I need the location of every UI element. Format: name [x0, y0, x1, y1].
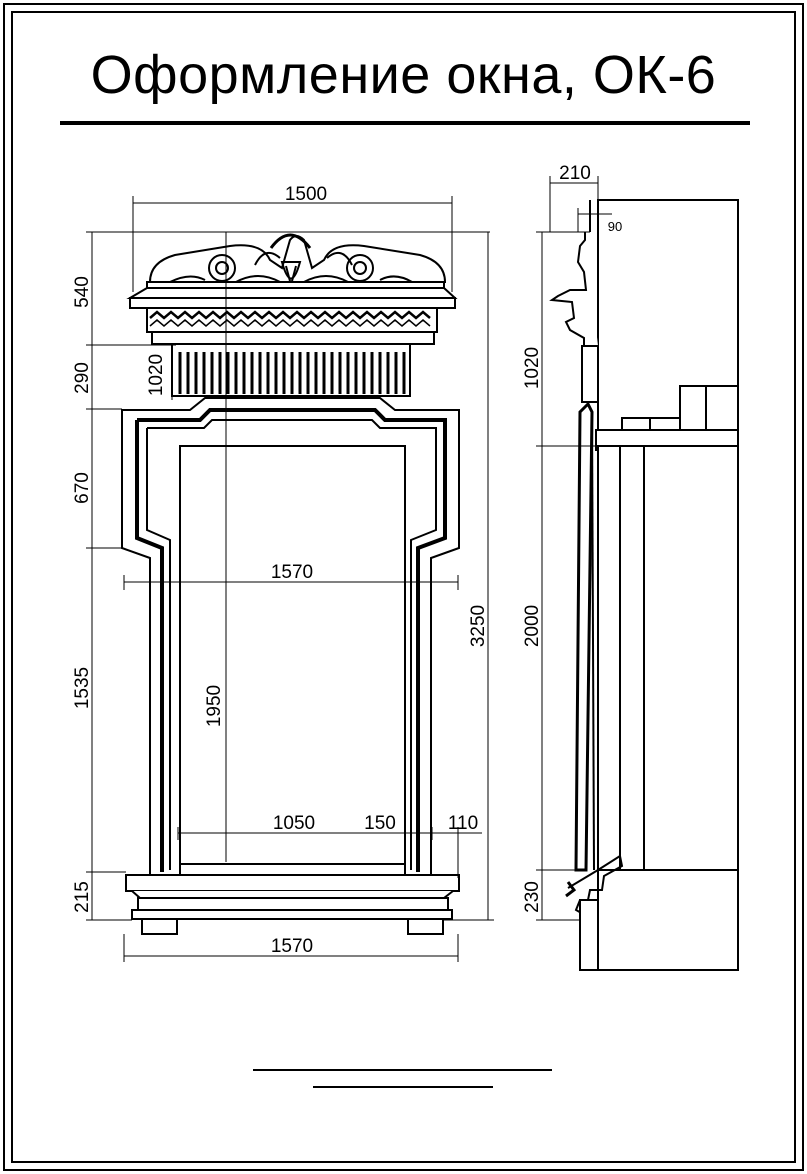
dim-bottom-width: 1570 [271, 936, 313, 957]
dim-side-upper: 1020 [522, 347, 543, 389]
dim-opening-height: 1950 [204, 685, 225, 727]
dim-total-height: 3250 [468, 605, 489, 647]
side-wall [589, 199, 739, 971]
dim-upper-side: 670 [72, 472, 93, 504]
dim-side-middle: 2000 [522, 605, 543, 647]
inner-frame [11, 11, 796, 1163]
window-sill [125, 874, 460, 935]
crown-ornament [148, 233, 447, 289]
dim-side-depth: 210 [559, 163, 591, 184]
side-view [536, 176, 739, 971]
page-title: Оформление окна, ОК-6 [90, 45, 717, 105]
side-dimension-texts: 210 90 1020 2000 230 [522, 163, 622, 913]
side-profile [549, 232, 624, 971]
dim-crown-height: 540 [72, 276, 93, 308]
dim-edge-width: 110 [448, 813, 478, 834]
dim-jamb-width: 150 [364, 813, 396, 834]
dim-opening-width: 1050 [273, 813, 315, 834]
window-frame [121, 397, 460, 879]
front-dimension-lines [86, 196, 494, 962]
dim-inner-crown: 1020 [146, 354, 167, 396]
outer-frame [3, 3, 804, 1171]
cornice [126, 281, 458, 345]
dim-top-width: 1500 [285, 184, 327, 205]
fluted-frieze [171, 343, 411, 397]
dim-sill-height: 215 [72, 881, 93, 913]
front-view [86, 196, 494, 962]
dim-frieze-height: 290 [72, 362, 93, 394]
side-dimension-lines [536, 176, 612, 921]
dim-lower-side: 1535 [72, 667, 93, 709]
dim-side-bottom: 230 [522, 881, 543, 913]
dim-side-offset: 90 [608, 219, 622, 234]
dim-mid-width: 1570 [271, 562, 313, 583]
front-dimension-texts: 1500 540 290 1020 670 1570 1535 1950 325… [72, 184, 489, 957]
